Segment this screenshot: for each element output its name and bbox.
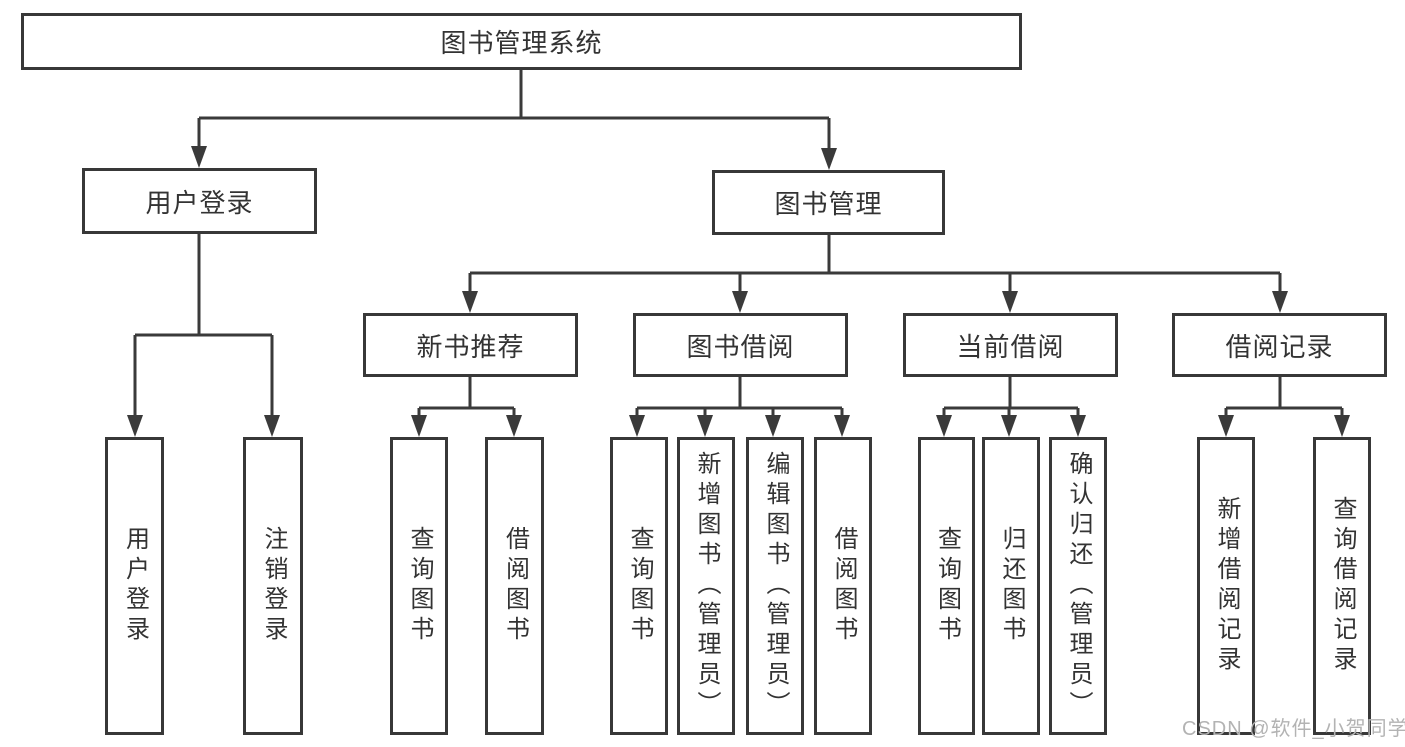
arrow-down-icon [1334, 415, 1350, 437]
arrow-down-icon [1218, 415, 1234, 437]
leaf-add-borrow-record: 新增借阅记录 [1197, 437, 1255, 735]
arrow-down-icon [1002, 291, 1018, 313]
node-new-book-recommend: 新书推荐 [363, 313, 578, 377]
node-root: 图书管理系统 [21, 13, 1022, 70]
arrow-down-icon [936, 415, 952, 437]
arrow-down-icon [732, 291, 748, 313]
leaf-add-book-admin: 新增图书（管理员） [677, 437, 735, 735]
arrow-down-icon [834, 415, 850, 437]
node-book-borrowing: 图书借阅 [633, 313, 848, 377]
arrow-down-icon [1070, 415, 1086, 437]
leaf-query-borrow-record: 查询借阅记录 [1313, 437, 1371, 735]
arrow-down-icon [264, 415, 280, 437]
arrow-down-icon [127, 415, 143, 437]
arrow-down-icon [765, 415, 781, 437]
csdn-watermark: CSDN @软件_小贺同学 [1182, 718, 1405, 740]
leaf-query-books-2: 查询图书 [610, 437, 668, 735]
arrow-down-icon [821, 148, 837, 170]
leaf-return-books: 归还图书 [982, 437, 1040, 735]
leaf-confirm-return-admin: 确认归还（管理员） [1049, 437, 1107, 735]
arrow-down-icon [1001, 415, 1017, 437]
arrow-down-icon [697, 415, 713, 437]
leaf-user-login: 用户登录 [105, 437, 164, 735]
arrow-down-icon [462, 291, 478, 313]
arrow-down-icon [411, 415, 427, 437]
node-book-management: 图书管理 [712, 170, 945, 235]
arrow-down-icon [1272, 291, 1288, 313]
leaf-query-books-1: 查询图书 [390, 437, 448, 735]
arrow-down-icon [506, 415, 522, 437]
leaf-logout: 注销登录 [243, 437, 303, 735]
node-borrowing-records: 借阅记录 [1172, 313, 1387, 377]
leaf-edit-book-admin: 编辑图书（管理员） [746, 437, 804, 735]
node-current-borrowing: 当前借阅 [903, 313, 1118, 377]
node-user-login: 用户登录 [82, 168, 317, 234]
leaf-query-books-3: 查询图书 [918, 437, 975, 735]
leaf-borrow-books-2: 借阅图书 [814, 437, 872, 735]
arrow-down-icon [629, 415, 645, 437]
arrow-down-icon [191, 146, 207, 168]
leaf-borrow-books-1: 借阅图书 [485, 437, 544, 735]
arrowheads [127, 146, 1350, 437]
